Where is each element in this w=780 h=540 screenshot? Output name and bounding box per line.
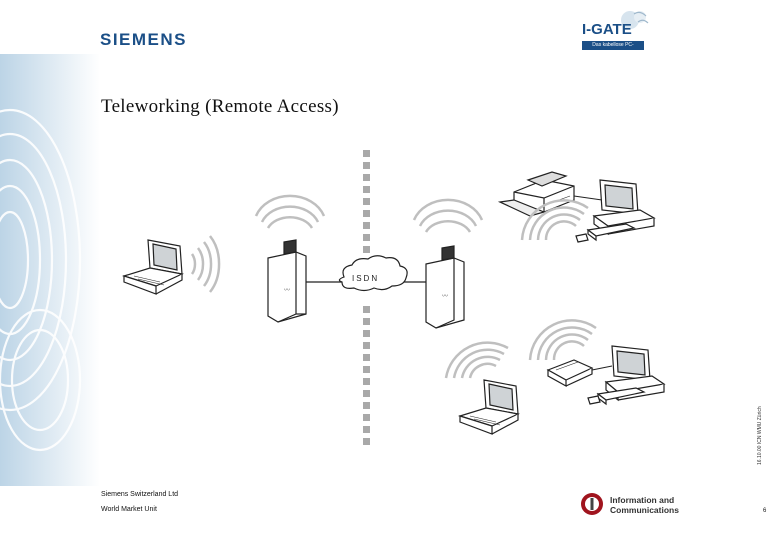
page-number: 6 bbox=[763, 508, 767, 514]
slide-title: Teleworking (Remote Access) bbox=[101, 96, 339, 117]
i-gate-subtitle: Das kabellose PC-Netzwerk bbox=[582, 41, 644, 57]
desktop-bottom-icon bbox=[587, 345, 666, 406]
desktop-bottom-waves-icon bbox=[528, 319, 597, 361]
header-band bbox=[0, 0, 780, 54]
laptop-left-icon bbox=[121, 239, 184, 295]
base-station-right-waves-icon bbox=[412, 198, 484, 233]
ic-division-logo-icon bbox=[581, 493, 603, 515]
base-station-left-icon: 〰 bbox=[267, 239, 307, 323]
base-station-right-icon: 〰 bbox=[425, 245, 465, 329]
svg-text:〰: 〰 bbox=[284, 288, 290, 294]
division-name: Information and Communications bbox=[610, 495, 679, 515]
scanner-icon bbox=[546, 359, 594, 388]
laptop-right-waves-icon bbox=[444, 341, 509, 379]
isdn-cloud bbox=[338, 255, 408, 292]
i-gate-badge-icon bbox=[621, 11, 649, 29]
footer-unit: World Market Unit bbox=[101, 506, 157, 513]
division-line1: Information and bbox=[610, 495, 675, 505]
laptop-left-waves-icon bbox=[190, 235, 221, 293]
division-line2: Communications bbox=[610, 505, 679, 515]
printer-icon bbox=[497, 171, 575, 217]
footer-company: Siemens Switzerland Ltd bbox=[101, 491, 179, 498]
desktop-top-waves-icon bbox=[520, 199, 589, 241]
laptop-right-icon bbox=[457, 379, 520, 435]
side-note: 16.10.00 ICN WMU Zürich bbox=[757, 406, 763, 465]
svg-text:〰: 〰 bbox=[442, 294, 448, 300]
siemens-logo: SIEMENS bbox=[100, 30, 188, 49]
base-station-left-waves-icon bbox=[254, 194, 326, 229]
desktop-top-icon bbox=[575, 179, 656, 243]
i-gate-title: I-GATE bbox=[582, 21, 632, 38]
isdn-label: ISDN bbox=[352, 274, 380, 283]
